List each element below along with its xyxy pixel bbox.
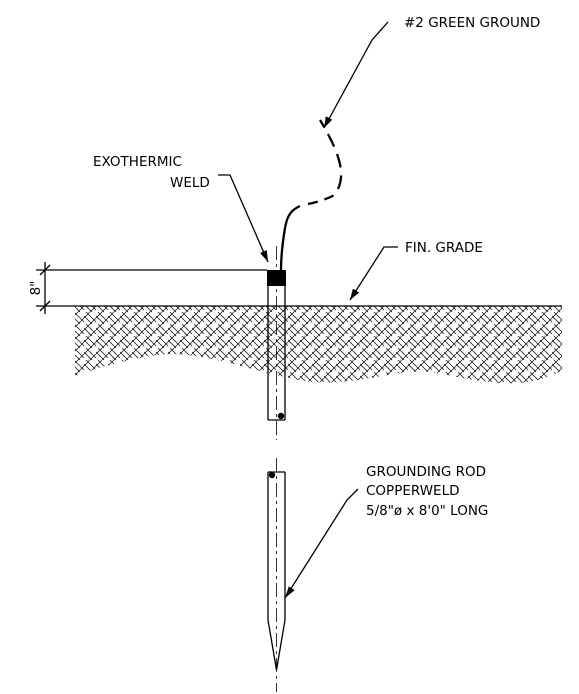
- leader-grade: [349, 246, 398, 301]
- label-depth-8in: 8": [28, 281, 44, 296]
- ground-rod-lower: [267, 458, 286, 692]
- label-weld-line2: WELD: [170, 175, 210, 191]
- soil-hatch: [75, 306, 562, 384]
- label-rod-line2: COPPERWELD: [366, 483, 460, 499]
- label-rod-line3: 5/8"ø x 8'0" LONG: [366, 503, 488, 519]
- leader-rod: [284, 488, 359, 599]
- leader-conductor: [323, 21, 389, 129]
- label-fin-grade: FIN. GRADE: [405, 240, 483, 256]
- label-weld-line1: EXOTHERMIC: [93, 154, 182, 170]
- leader-weld: [218, 174, 269, 263]
- label-rod-line1: GROUNDING ROD: [366, 464, 486, 480]
- ground-conductor: [279, 119, 343, 271]
- depth-dimension: [36, 262, 267, 314]
- label-green-ground: #2 GREEN GROUND: [404, 15, 540, 31]
- exothermic-weld: [267, 270, 286, 286]
